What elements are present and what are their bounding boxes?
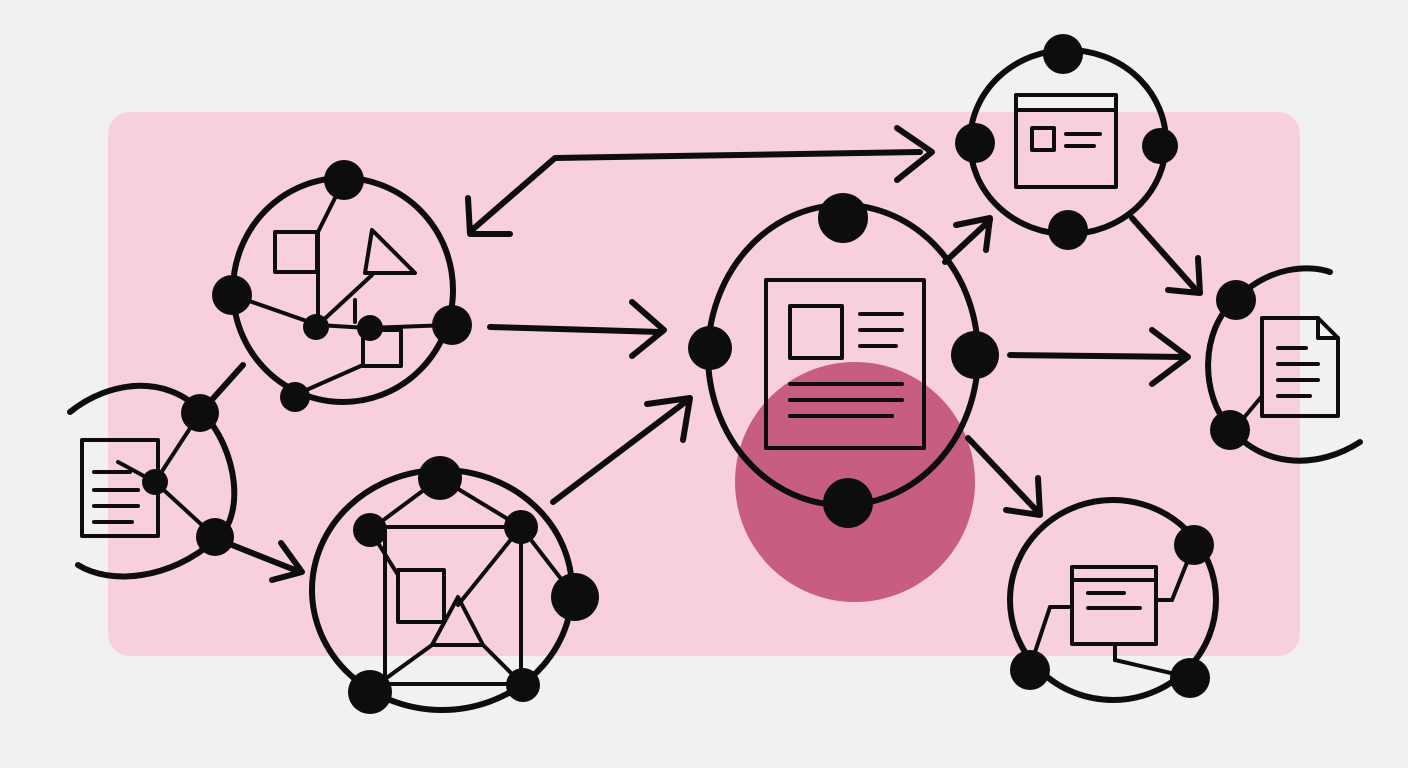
bidirectional-arrow [465, 125, 935, 237]
connector-dot [303, 314, 329, 340]
connector-dot [1216, 280, 1256, 320]
bottom-right-window-node [1007, 497, 1219, 703]
connector-dot [353, 513, 387, 547]
top-right-window-node [955, 34, 1178, 250]
right-page-node [1205, 265, 1363, 464]
connector-dot [324, 160, 364, 200]
connector-dot [1142, 128, 1178, 164]
connector-dot [951, 331, 999, 379]
arrow [1007, 327, 1191, 387]
connector-line [197, 362, 246, 416]
arrow [965, 435, 1043, 518]
connector-dot [280, 382, 310, 412]
connector-dot [504, 510, 538, 544]
connector-dot [418, 456, 462, 500]
connector-dot [506, 668, 540, 702]
window-icon [1014, 93, 1118, 189]
connector-dot [357, 315, 383, 341]
lower-shapes-network-node [309, 456, 599, 714]
shapes-network-node [212, 160, 472, 412]
connector-dot [1174, 525, 1214, 565]
document-layout-icon [764, 278, 926, 450]
connector-dot [1170, 658, 1210, 698]
connector-dot [212, 275, 252, 315]
connector-dot [348, 670, 392, 714]
connector-dot [1048, 210, 1088, 250]
arrow [487, 299, 667, 359]
central-document-node [688, 193, 999, 528]
background-panel [108, 112, 1300, 656]
arrow [942, 215, 993, 265]
arrow [550, 395, 693, 505]
connector-dot [1043, 34, 1083, 74]
connector-dot [1210, 410, 1250, 450]
connector-dot [823, 478, 873, 528]
connector-dot [432, 305, 472, 345]
connector-dot [1010, 650, 1050, 690]
arrow [1129, 215, 1203, 296]
connector-dot [955, 123, 995, 163]
connector-dot [551, 573, 599, 621]
page-icon [1240, 316, 1340, 422]
connector-dot [818, 193, 868, 243]
connector-dot [688, 326, 732, 370]
arrow [229, 540, 305, 583]
